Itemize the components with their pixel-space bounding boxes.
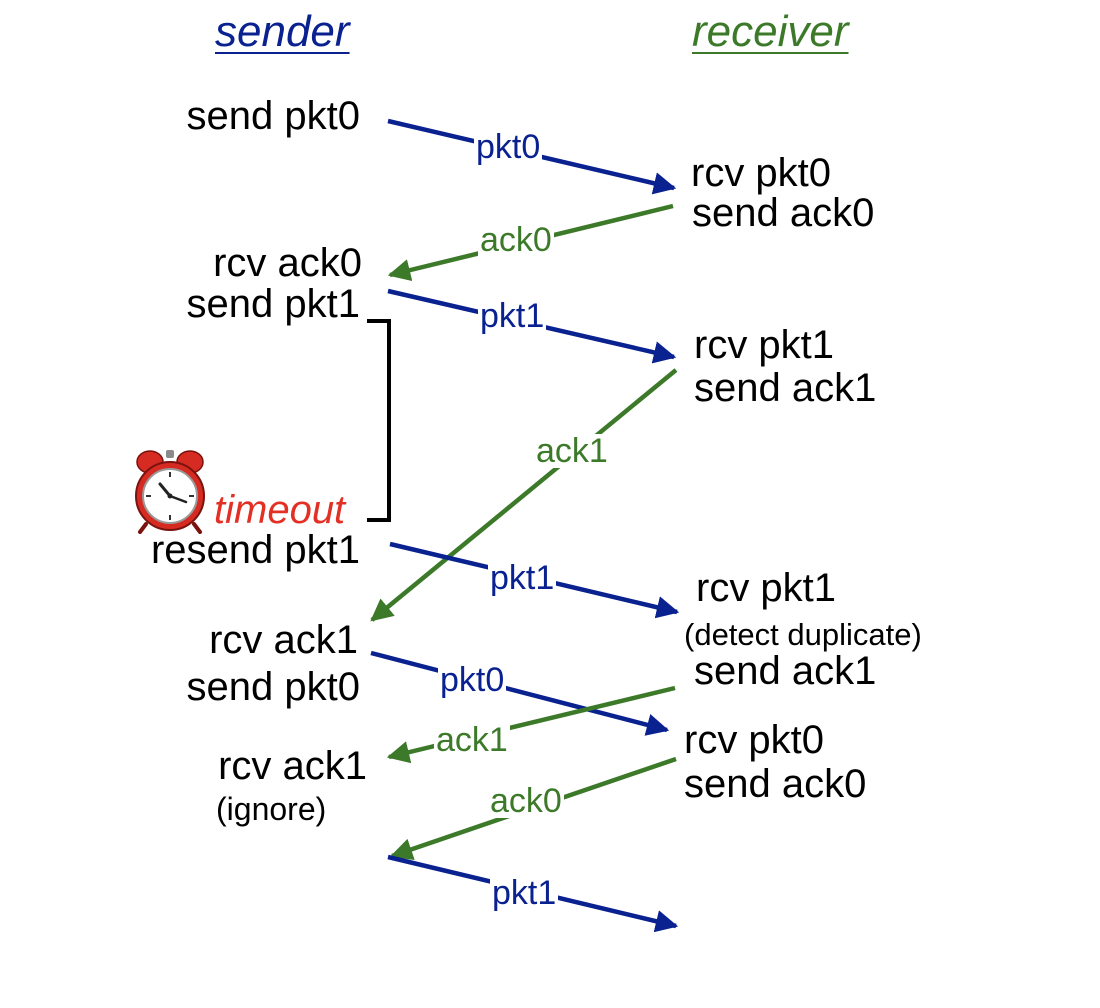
sender-event-rcv-ack1: rcv ack1: [209, 618, 358, 662]
receiver-header: receiver: [692, 7, 849, 56]
message-label-ack1: ack1: [534, 432, 610, 470]
receiver-event-send-ack0: send ack0: [692, 191, 875, 235]
receiver-event-rcv-pkt0: rcv pkt0: [691, 151, 832, 195]
message-label-ack0-second: ack0: [488, 782, 564, 820]
timer-bracket: [367, 319, 391, 522]
receiver-event-duplicate-note: (detect duplicate): [684, 617, 922, 652]
sender-event-rcv-ack0: rcv ack0: [213, 241, 362, 285]
message-label-pkt0-second: pkt0: [438, 661, 507, 699]
message-label-pkt1-resend: pkt1: [488, 559, 557, 597]
message-label-ack0: ack0: [478, 221, 554, 259]
receiver-event-rcv-pkt1: rcv pkt1: [694, 323, 835, 367]
ack1-delayed-arrow: [370, 368, 678, 622]
sender-event-ignore-note: (ignore): [216, 791, 327, 827]
sender-event-send-pkt0-second: send pkt0: [186, 665, 360, 709]
sender-event-resend-pkt1: resend pkt1: [150, 528, 360, 572]
message-label-pkt1: pkt1: [478, 297, 547, 335]
message-label-pkt0: pkt0: [474, 128, 543, 166]
sender-event-send-pkt0: send pkt0: [186, 94, 360, 138]
message-label-ack1-duplicate: ack1: [434, 721, 510, 759]
receiver-event-send-ack1: send ack1: [694, 366, 877, 410]
receiver-event-send-ack0-second: send ack0: [684, 762, 867, 806]
receiver-event-send-ack1-again: send ack1: [694, 649, 877, 693]
sender-event-send-pkt1: send pkt1: [186, 282, 360, 326]
sender-event-rcv-ack1-ignored: rcv ack1: [218, 744, 367, 788]
receiver-event-rcv-pkt1-duplicate: rcv pkt1: [696, 566, 837, 610]
timeout-label: timeout: [214, 488, 346, 532]
sender-header: sender: [215, 7, 350, 56]
pkt0-second-arrow: [370, 650, 670, 736]
alarm-clock-icon: [135, 450, 205, 534]
message-label-pkt1-last: pkt1: [490, 874, 559, 912]
receiver-event-rcv-pkt0-second: rcv pkt0: [684, 718, 825, 762]
